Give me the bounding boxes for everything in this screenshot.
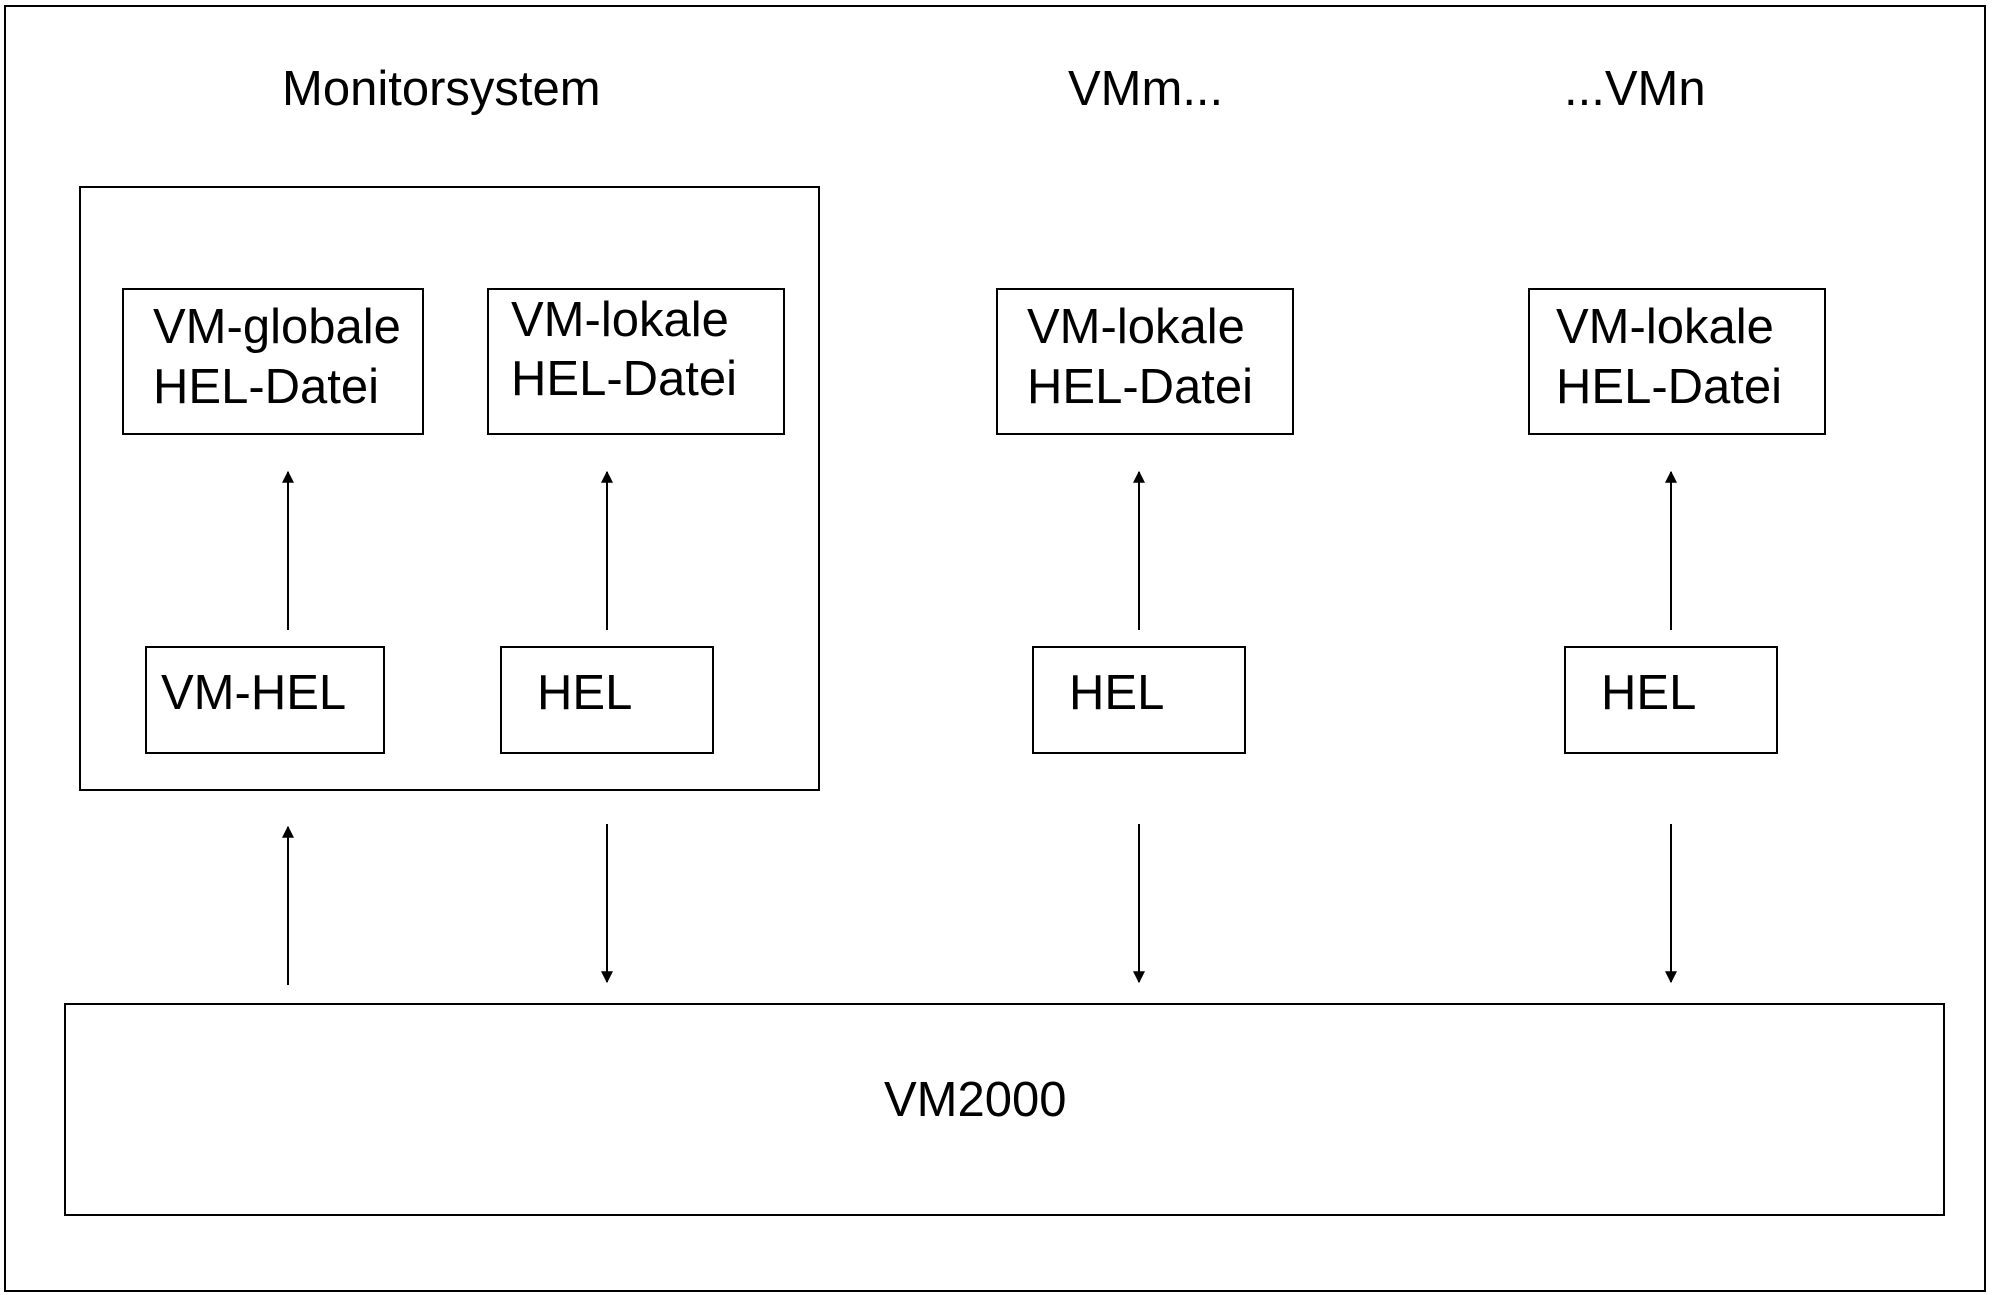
vm-hel-box [145,646,385,754]
monitor-local-hel-file-box [487,288,785,435]
heading-monitorsystem: Monitorsystem [282,62,601,116]
vmn-local-hel-file-line2: HEL-Datei [1556,360,1783,414]
vmm-local-hel-file-line2: HEL-Datei [1027,360,1254,414]
vmn-hel-box [1564,646,1778,754]
monitorsystem-container [79,186,820,791]
monitor-local-hel-file-line2: HEL-Datei [511,352,738,406]
vmn-hel-label: HEL [1601,666,1697,720]
vm2000-box [64,1003,1945,1216]
global-hel-file-box [122,288,424,435]
global-hel-file-line2: HEL-Datei [153,360,380,414]
vmm-local-hel-file-box [996,288,1294,435]
monitor-hel-box [500,646,714,754]
heading-vmn: ...VMn [1564,62,1706,116]
vmm-hel-label: HEL [1069,666,1165,720]
vmn-local-hel-file-line1: VM-lokale [1556,300,1774,354]
heading-vmm: VMm... [1068,62,1224,116]
vm2000-label: VM2000 [884,1073,1067,1127]
monitor-hel-label: HEL [537,666,633,720]
vmn-local-hel-file-box [1528,288,1826,435]
vmm-hel-box [1032,646,1246,754]
vmm-local-hel-file-line1: VM-lokale [1027,300,1245,354]
global-hel-file-line1: VM-globale [153,300,401,354]
outer-frame [4,5,1986,1292]
monitor-local-hel-file-line1: VM-lokale [511,293,729,347]
vm-hel-label: VM-HEL [161,666,347,720]
